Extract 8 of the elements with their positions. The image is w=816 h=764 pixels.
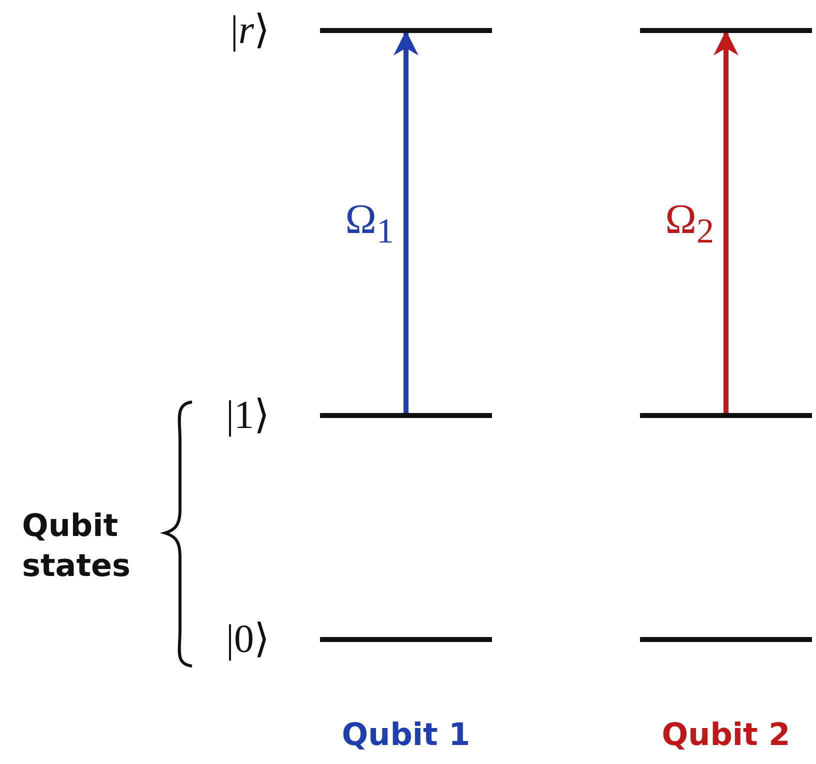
brace-label: Qubit states — [22, 507, 132, 586]
transition-arrow — [714, 30, 738, 413]
column-label: Qubit 1 — [340, 716, 472, 755]
state-label: |0⟩ — [226, 617, 270, 661]
state-label: |1⟩ — [226, 393, 270, 437]
column-label: Qubit 2 — [660, 716, 792, 755]
state-label: |r⟩ — [230, 8, 270, 52]
transition-arrow — [394, 30, 418, 413]
